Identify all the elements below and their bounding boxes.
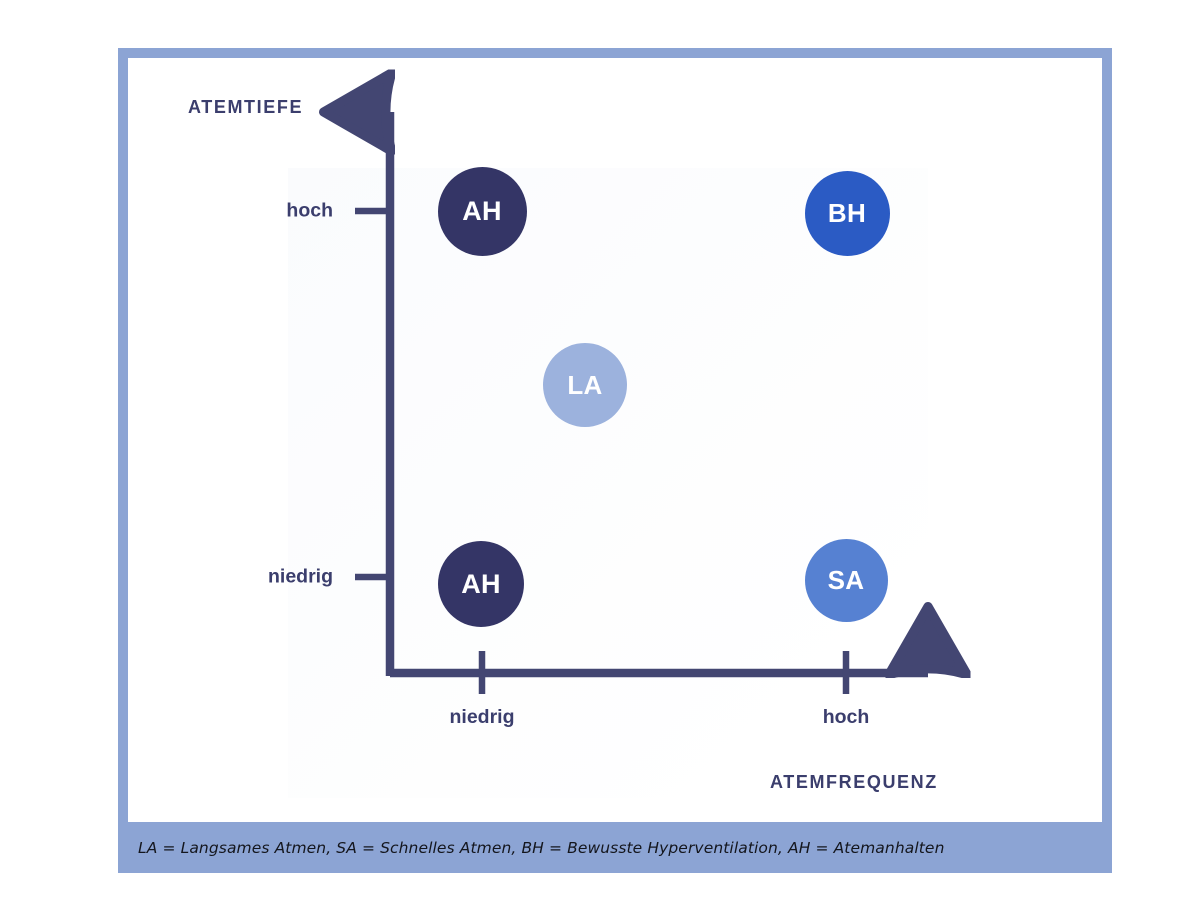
data-point-sa-4: SA xyxy=(804,538,888,622)
plot-panel xyxy=(128,58,1102,822)
legend-caption-text: LA = Langsames Atmen, SA = Schnelles Atm… xyxy=(138,838,945,857)
data-point-la-2: LA xyxy=(543,343,627,427)
data-point-label: AH xyxy=(462,195,502,226)
x-axis-title: ATEMFREQUENZ xyxy=(770,772,938,792)
legend-caption-bar: LA = Langsames Atmen, SA = Schnelles Atm… xyxy=(118,822,1112,873)
data-point-label: AH xyxy=(461,568,501,599)
x-tick-label-niedrig: niedrig xyxy=(449,706,515,728)
x-tick-label-hoch: hoch xyxy=(822,706,870,728)
data-point-label: SA xyxy=(827,564,865,595)
data-point-ah-0: AH xyxy=(437,166,527,256)
y-axis-title: ATEMTIEFE xyxy=(188,97,304,117)
y-tick-label-hoch: hoch xyxy=(286,199,333,222)
data-point-ah-3: AH xyxy=(438,541,524,627)
data-point-label: LA xyxy=(567,369,603,400)
y-tick-label-niedrig: niedrig xyxy=(267,565,333,588)
data-point-label: BH xyxy=(827,197,867,228)
panel-background-wash xyxy=(288,168,928,798)
data-point-bh-1: BH xyxy=(804,170,890,256)
